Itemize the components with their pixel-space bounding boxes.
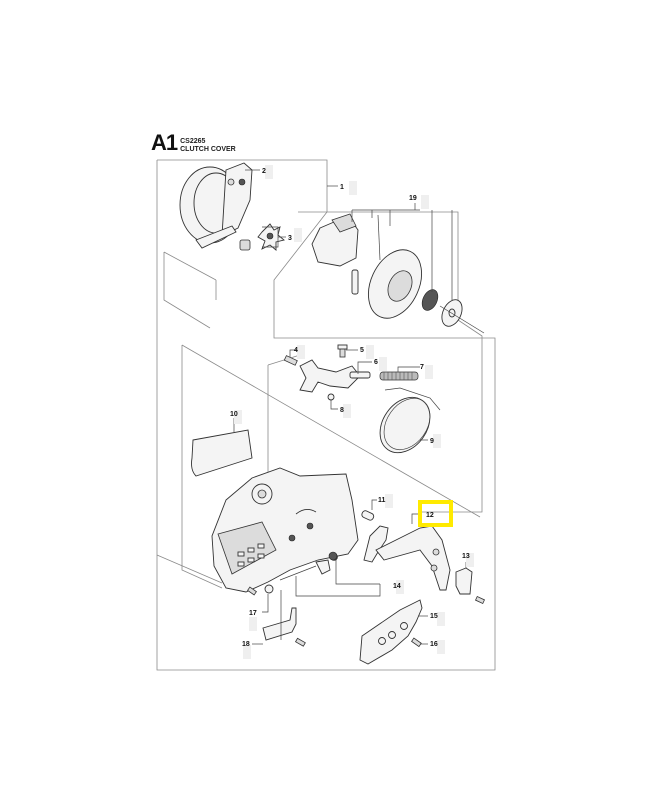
- part-9-brake-band[interactable]: [370, 387, 441, 462]
- callout-backgrounds: [234, 165, 474, 659]
- part-13-spike[interactable]: [455, 567, 486, 605]
- callout-7[interactable]: 7: [420, 364, 424, 371]
- frame-left-lower-diag: [156, 554, 223, 584]
- part-17-bushing[interactable]: [247, 584, 274, 596]
- part-8-clip[interactable]: [327, 393, 335, 401]
- callout-labels: 2 1 3 19 4 5 6 7 8 9 10 11 12 13 14 15 1…: [230, 168, 470, 648]
- callout-19[interactable]: 19: [409, 195, 417, 202]
- header-subtitle: CS2265 CLUTCH COVER: [177, 138, 236, 153]
- part-6-brake-lever[interactable]: [299, 359, 371, 393]
- callout-5[interactable]: 5: [360, 347, 364, 354]
- callout-4[interactable]: 4: [294, 347, 298, 354]
- part-18-plate[interactable]: [262, 607, 306, 647]
- part-11-sleeve[interactable]: [361, 510, 375, 521]
- callout-8[interactable]: 8: [340, 407, 344, 414]
- leader-lines: [233, 169, 467, 645]
- part-2-cover[interactable]: [179, 162, 253, 249]
- callout-3[interactable]: 3: [288, 235, 292, 242]
- callout-1[interactable]: 1: [340, 184, 344, 191]
- part-10-decal[interactable]: [191, 429, 253, 477]
- section-title: CLUTCH COVER: [180, 145, 236, 153]
- callout-10[interactable]: 10: [230, 411, 238, 418]
- highlight-box-part-12[interactable]: [418, 500, 453, 527]
- part-7-spring[interactable]: [379, 371, 419, 381]
- housing-vents: [237, 543, 265, 567]
- frame-assembly-1: [156, 159, 496, 671]
- part-19-clutch[interactable]: [311, 213, 485, 334]
- callout-12[interactable]: 12: [426, 512, 434, 519]
- model-number: CS2265: [180, 138, 206, 145]
- diagram-header: A1 CS2265 CLUTCH COVER: [151, 130, 236, 155]
- section-code: A1: [151, 130, 178, 155]
- callout-17[interactable]: 17: [249, 610, 257, 617]
- part-15-guide-plate[interactable]: [359, 599, 423, 665]
- part-16-screw[interactable]: [411, 637, 422, 648]
- part-14-stud-nut[interactable]: [279, 551, 338, 581]
- part-12-bracket[interactable]: [363, 525, 451, 591]
- callout-18[interactable]: 18: [242, 641, 250, 648]
- frame-diagonal: [181, 344, 481, 518]
- frame-left-lower: [163, 252, 211, 329]
- callout-16[interactable]: 16: [430, 641, 438, 648]
- callout-15[interactable]: 15: [430, 613, 438, 620]
- main-clutch-cover-housing[interactable]: [211, 467, 359, 593]
- callout-6[interactable]: 6: [374, 359, 378, 366]
- callout-9[interactable]: 9: [430, 438, 434, 445]
- callout-14[interactable]: 14: [393, 583, 401, 590]
- part-5-screw[interactable]: [337, 344, 348, 358]
- frame-housing: [181, 345, 223, 589]
- part-3-adjuster[interactable]: [239, 223, 285, 251]
- callout-2[interactable]: 2: [262, 168, 266, 175]
- part-4-pin[interactable]: [283, 355, 298, 366]
- callout-11[interactable]: 11: [378, 497, 386, 504]
- frame-left-diag: [163, 251, 217, 281]
- callout-13[interactable]: 13: [462, 553, 470, 560]
